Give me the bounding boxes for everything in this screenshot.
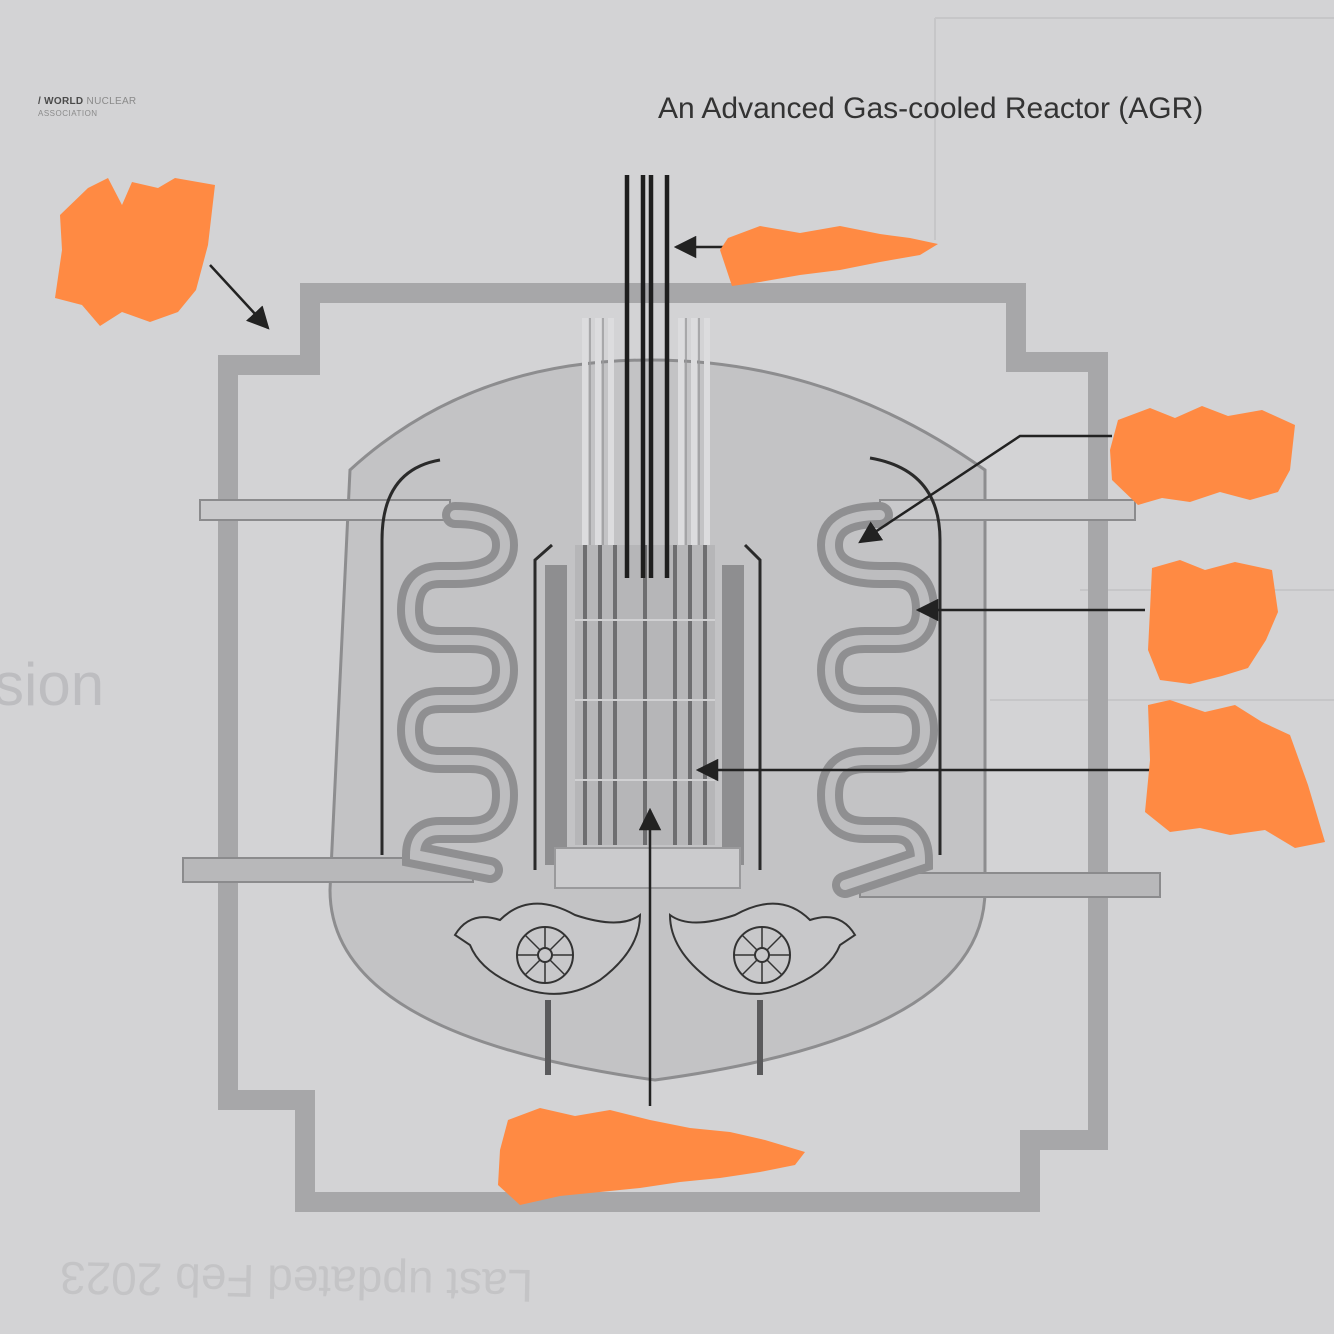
redaction-control-rod-label: [720, 226, 938, 286]
shield-left: [545, 565, 567, 865]
redaction-right-middle: [1148, 560, 1278, 684]
diagram-title: An Advanced Gas-cooled Reactor (AGR): [658, 92, 1203, 126]
redaction-top-left: [55, 178, 215, 326]
bleed-through-text: sion: [0, 650, 104, 719]
redaction-right-lower: [1145, 700, 1325, 848]
redaction-right-upper: [1110, 406, 1295, 505]
wna-logo-line2: ASSOCIATION: [38, 109, 98, 118]
mirrored-footer-text: Last updated Feb 2023: [60, 1251, 534, 1313]
wna-logo-line1: / WORLD NUCLEAR: [38, 96, 136, 107]
shield-right: [722, 565, 744, 865]
reactor-core: [575, 545, 715, 845]
redaction-bottom: [498, 1108, 805, 1205]
core-support: [555, 848, 740, 888]
